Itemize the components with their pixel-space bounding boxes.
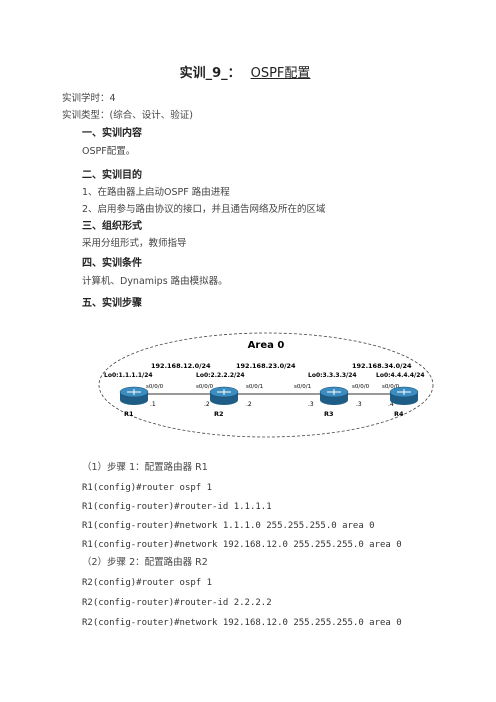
training-hours: 实训学时：4: [62, 93, 116, 104]
router-r1-icon: [119, 386, 149, 405]
command-line: R1(config-router)#router-id 1.1.1.1: [82, 502, 272, 512]
title-topic: OSPF配置: [250, 66, 311, 81]
router-r2-icon: [209, 386, 239, 405]
network-label-23: 192.168.23.0/24: [236, 362, 296, 370]
area-0-boundary: [98, 332, 434, 438]
r3-loopback-label: Lo0:3.3.3.3/24: [308, 372, 357, 379]
r1-host-id: .1: [150, 401, 156, 408]
router-r4-label: R4: [394, 410, 404, 418]
r2-right-host-id: .2: [246, 401, 252, 408]
r3-right-host-id: .3: [356, 401, 362, 408]
section-text-content: OSPF配置。: [82, 146, 136, 157]
r4-loopback-label: Lo0:4.4.4.4/24: [376, 372, 425, 379]
training-type: 实训类型：(综合、设计、验证): [62, 110, 193, 121]
command-line: R2(config)#router ospf 1: [82, 578, 213, 588]
r1-interface-label: s0/0/0: [146, 384, 164, 390]
r2-left-interface-label: s0/0/0: [196, 384, 214, 390]
title-prefix: 实训_9_：: [179, 66, 241, 81]
section-text-organization: 采用分组形式，教师指导: [82, 238, 187, 249]
router-r3-icon: [319, 386, 349, 405]
section-heading-organization: 三、组织形式: [82, 221, 142, 232]
r1-loopback-label: Lo0:1.1.1.1/24: [104, 372, 153, 379]
network-label-34: 192.168.34.0/24: [352, 362, 412, 370]
section-heading-steps: 五、实训步骤: [82, 298, 142, 309]
section-text-purpose-2: 2、启用参与路由协议的接口，并且通告网络及所在的区域: [82, 204, 326, 215]
r3-left-host-id: .3: [308, 401, 314, 408]
router-r3-label: R3: [324, 410, 334, 418]
ospf-topology-diagram: Area 0 192.168.12.0/24 192.168.23.0/24 1…: [98, 332, 434, 438]
r3-left-interface-label: s0/0/1: [294, 384, 311, 390]
r2-loopback-label: Lo0:2.2.2.2/24: [196, 372, 245, 379]
router-r4-icon: [389, 386, 419, 405]
area-label: Area 0: [248, 340, 285, 351]
router-r1-label: R1: [124, 410, 134, 418]
command-line: R1(config)#router ospf 1: [82, 483, 213, 493]
r4-interface-label: s0/0/0: [382, 384, 400, 390]
r2-right-interface-label: s0/0/1: [246, 384, 263, 390]
section-text-conditions: 计算机、Dynamips 路由模拟器。: [82, 276, 228, 287]
router-r2-label: R2: [214, 410, 224, 418]
r3-right-interface-label: s0/0/0: [352, 384, 370, 390]
r4-host-id: .4: [388, 401, 394, 408]
section-text-purpose-1: 1、在路由器上启动OSPF 路由进程: [82, 187, 230, 198]
command-line: R2(config-router)#network 192.168.12.0 2…: [82, 618, 402, 628]
command-line: R1(config-router)#network 192.168.12.0 2…: [82, 540, 402, 550]
command-line: R1(config-router)#network 1.1.1.0 255.25…: [82, 521, 375, 531]
r2-left-host-id: .2: [204, 401, 210, 408]
step-1-label: （1）步骤 1：配置路由器 R1: [82, 462, 208, 473]
network-label-12: 192.168.12.0/24: [151, 362, 211, 370]
section-heading-conditions: 四、实训条件: [82, 258, 142, 269]
page-title: 实训_9_： OSPF配置: [0, 66, 496, 82]
section-heading-content: 一、实训内容: [82, 128, 142, 139]
section-heading-purpose: 二、实训目的: [82, 170, 142, 181]
command-line: R2(config-router)#router-id 2.2.2.2: [82, 598, 272, 608]
step-2-label: （2）步骤 2：配置路由器 R2: [82, 557, 208, 568]
